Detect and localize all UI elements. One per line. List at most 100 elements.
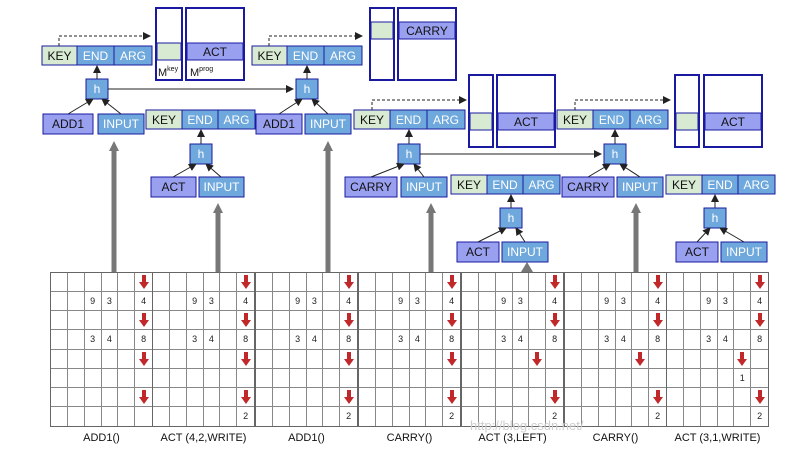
- core-act-write: KEY END ARG h ACT INPUT: [145, 109, 256, 198]
- act-label: ACT: [466, 245, 491, 259]
- input-label: INPUT: [507, 245, 544, 259]
- add1-label: ADD1: [263, 117, 295, 131]
- step-caption: ACT (3,LEFT): [478, 432, 547, 444]
- arg-label: ARG: [330, 49, 356, 63]
- grid-cell: [289, 311, 307, 331]
- grid-cell: [462, 368, 479, 388]
- grid-cell: [118, 292, 136, 312]
- carry-label: CARRY: [406, 24, 448, 38]
- grid-cell: [478, 330, 496, 350]
- grid-cell: [375, 330, 393, 350]
- grid-cell: [512, 368, 530, 388]
- grid-cell: [323, 387, 341, 407]
- grid-cell: [51, 311, 68, 331]
- grid-cell: [186, 349, 204, 369]
- grid-cell: [392, 368, 410, 388]
- grid-cell: [426, 368, 444, 388]
- pointer-arrow-icon: [443, 311, 460, 331]
- grid-cell: 2: [346, 411, 352, 422]
- core-carry-first: KEY END ARG h CARRY INPUT: [344, 96, 467, 198]
- input-label: INPUT: [310, 117, 347, 131]
- grid-cell: [101, 273, 119, 293]
- grid-cell: [169, 292, 187, 312]
- pointer-arrow-icon: [751, 273, 768, 293]
- grid-cell: [392, 311, 410, 331]
- grid-cell: [717, 273, 735, 293]
- pointer-arrow-icon: [237, 388, 254, 407]
- grid-cell: [565, 406, 582, 426]
- grid-cell: 3: [186, 330, 204, 350]
- grid-cell: [495, 368, 513, 388]
- grid-cell: [632, 368, 650, 388]
- grid-cell: [546, 369, 563, 388]
- grid-cell: [751, 369, 768, 388]
- grid-cell: 4: [409, 330, 427, 350]
- grid-cell: [375, 311, 393, 331]
- h-label: h: [712, 211, 719, 225]
- grid-cell: [375, 387, 393, 407]
- grid-cell: [632, 330, 650, 350]
- step-caption: ADD1(): [83, 432, 120, 444]
- input-arrows: [109, 141, 641, 272]
- grid-cell: [598, 387, 616, 407]
- h-label: h: [198, 147, 205, 161]
- act-label: ACT: [685, 245, 710, 259]
- grid-cell: [220, 273, 238, 293]
- grid-cell: [67, 368, 85, 388]
- grid-cell: [462, 387, 479, 407]
- grid-cell: [51, 406, 68, 426]
- grid-cell: [203, 387, 221, 407]
- key-label: KEY: [152, 113, 176, 127]
- core-add1-second: KEY END ARG h ADD1 INPUT: [251, 32, 363, 135]
- pointer-arrow-icon: [443, 273, 460, 293]
- grid-cell: [186, 311, 204, 331]
- grid-cell: 8: [135, 330, 152, 350]
- end-label: END: [187, 113, 213, 127]
- grid-cell: 9: [289, 292, 307, 312]
- core-add1-first: KEY END ARG h ADD1 INPUT: [41, 32, 153, 135]
- step-caption: CARRY(): [592, 432, 639, 444]
- arg-label: ARG: [223, 113, 249, 127]
- grid-cell: [701, 406, 718, 426]
- grid-cell: [734, 330, 752, 350]
- grid-cell: [170, 406, 187, 426]
- grid-cell: [683, 330, 701, 350]
- grid-cell: [272, 292, 290, 312]
- grid-cell: [256, 406, 273, 426]
- grid-cell: [102, 406, 119, 426]
- grid-cell: 8: [237, 330, 254, 350]
- grid-cell: [581, 387, 599, 407]
- grid-cell: [565, 311, 582, 331]
- grid-cell: [237, 369, 254, 388]
- grid-cell: [409, 349, 427, 369]
- grid-cell: [409, 311, 427, 331]
- pointer-arrow-icon: [237, 273, 254, 293]
- grid-cell: [667, 311, 684, 331]
- grid-cell: [323, 311, 341, 331]
- end-label: END: [599, 113, 625, 127]
- grid-cell: [376, 406, 393, 426]
- grid-cell: [443, 369, 460, 388]
- grid-cell: [84, 273, 102, 293]
- grid-cell: [306, 311, 324, 331]
- grid-cell: [734, 273, 752, 293]
- grid-cell: [135, 407, 152, 426]
- grid-cell: [256, 273, 273, 293]
- step-caption: CARRY(): [386, 432, 433, 444]
- pointer-arrow-icon: [237, 350, 254, 369]
- grid-cell: [67, 387, 85, 407]
- grid-cell: 4: [649, 292, 666, 312]
- grid-cell: [667, 368, 684, 388]
- pointer-arrow-icon: [632, 349, 650, 369]
- grid-cell: 4: [340, 292, 357, 312]
- grid-cell: [323, 292, 341, 312]
- grid-cell: [495, 273, 513, 293]
- grid-cell: 8: [443, 330, 460, 350]
- grid-cell: [220, 349, 238, 369]
- grid-cell: [479, 406, 496, 426]
- grid-cell: 9: [392, 292, 410, 312]
- pointer-arrow-icon: [751, 311, 768, 331]
